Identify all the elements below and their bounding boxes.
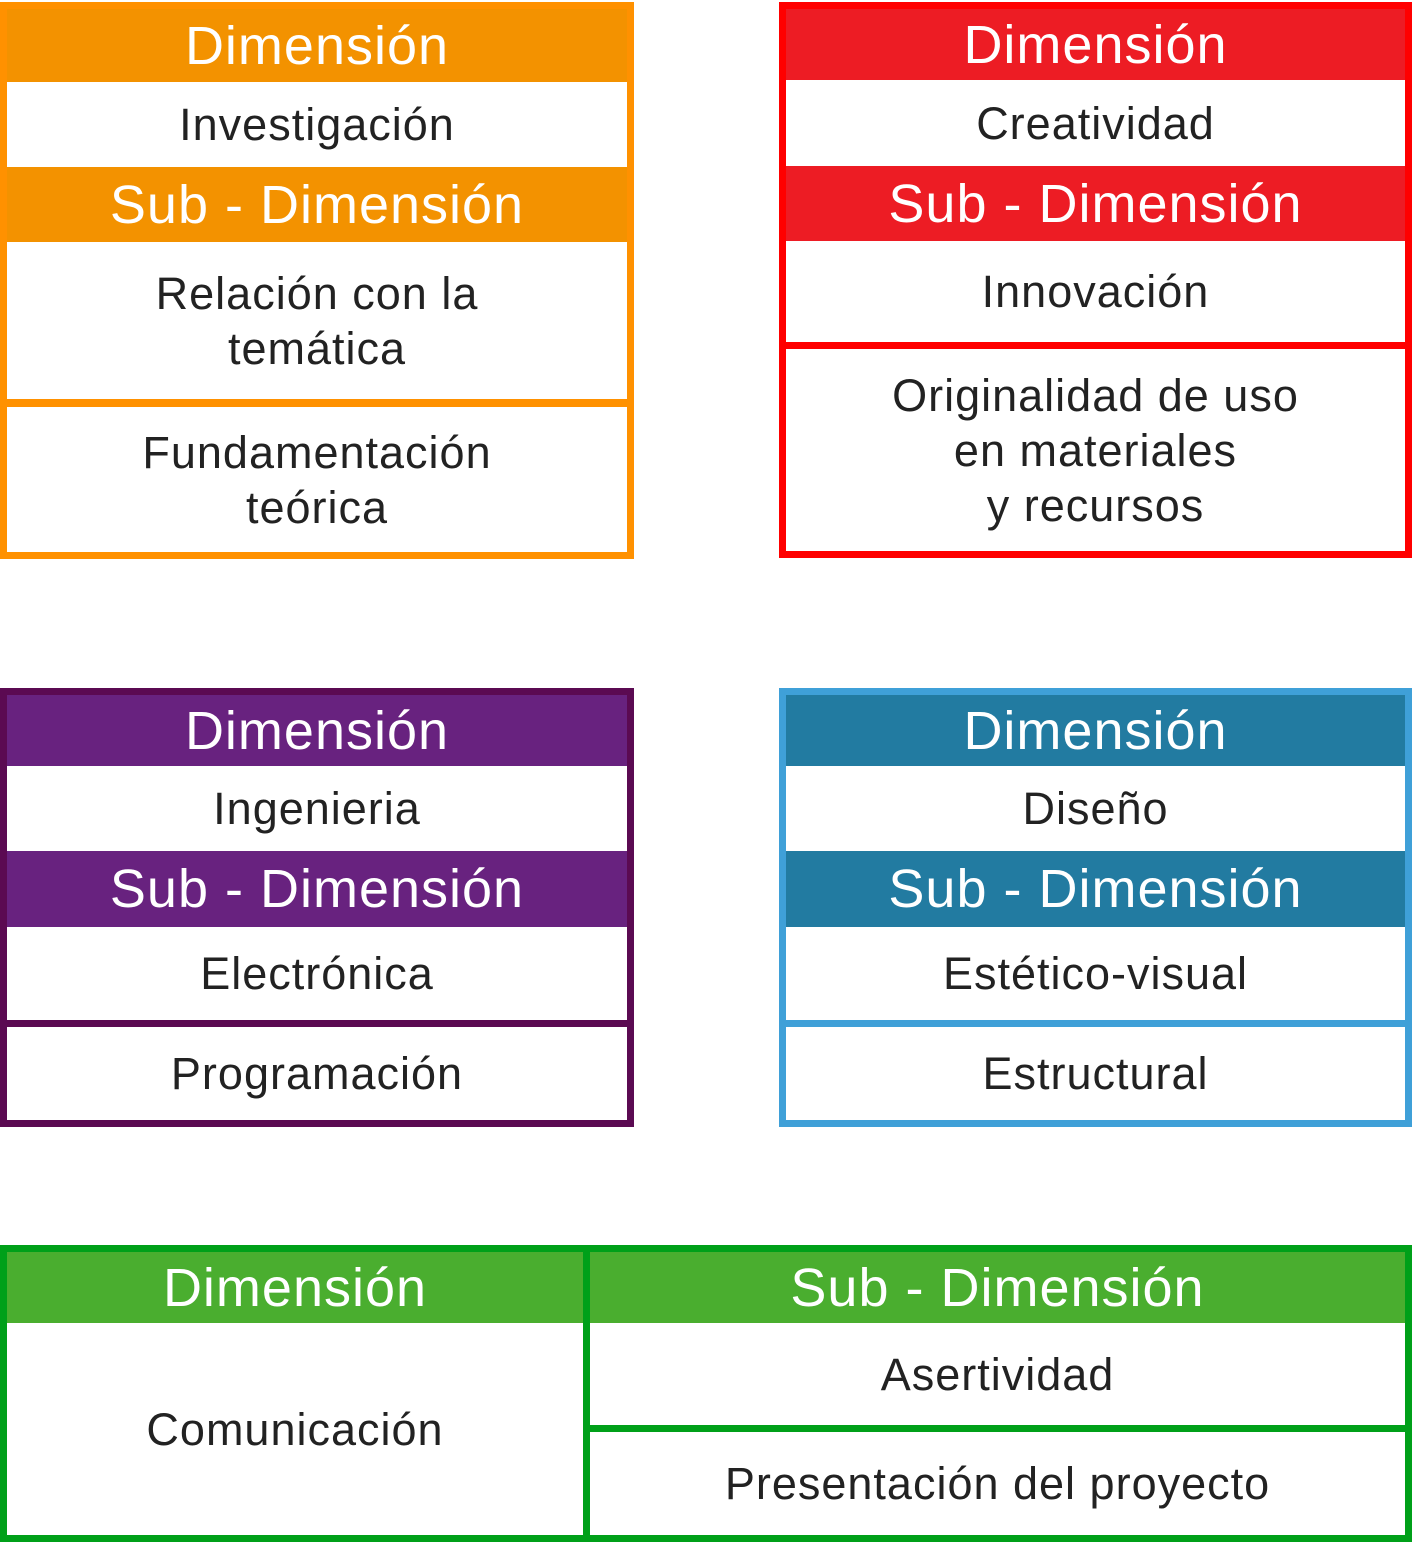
dimension-table-creatividad: Dimensión Creatividad Sub - Dimensión In… bbox=[779, 2, 1412, 558]
sub-dimension-header: Sub - Dimensión bbox=[7, 851, 627, 927]
dimension-header: Dimensión bbox=[786, 695, 1405, 766]
sub-dimension-value: Relación con la temática bbox=[7, 242, 627, 399]
sub-dimension-value: Programación bbox=[7, 1027, 627, 1120]
sub-dimension-value: Estético-visual bbox=[786, 927, 1405, 1020]
sub-dimension-header: Sub - Dimensión bbox=[786, 166, 1405, 241]
divider bbox=[7, 399, 627, 407]
dimension-value: Investigación bbox=[7, 82, 627, 167]
sub-dimension-header: Sub - Dimensión bbox=[7, 167, 627, 242]
dimension-header: Dimensión bbox=[786, 9, 1405, 80]
dimension-table-diseno: Dimensión Diseño Sub - Dimensión Estétic… bbox=[779, 688, 1412, 1127]
dimension-value: Ingenieria bbox=[7, 766, 627, 851]
divider bbox=[583, 1252, 590, 1535]
dimension-table-investigacion: Dimensión Investigación Sub - Dimensión … bbox=[0, 2, 634, 559]
sub-dimension-value: Fundamentación teórica bbox=[7, 407, 627, 552]
dimension-header: Dimensión bbox=[7, 1252, 583, 1323]
sub-dimension-value: Electrónica bbox=[7, 927, 627, 1020]
divider bbox=[786, 1020, 1405, 1027]
sub-dimension-header: Sub - Dimensión bbox=[786, 851, 1405, 927]
dimension-header: Dimensión bbox=[7, 695, 627, 766]
divider bbox=[786, 342, 1405, 349]
sub-dimension-value: Presentación del proyecto bbox=[590, 1432, 1405, 1535]
dimension-value: Diseño bbox=[786, 766, 1405, 851]
sub-dimension-value: Estructural bbox=[786, 1027, 1405, 1120]
dimension-header: Dimensión bbox=[7, 9, 627, 82]
dimension-table-comunicacion: Dimensión Comunicación Sub - Dimensión A… bbox=[0, 1245, 1412, 1542]
divider bbox=[7, 1020, 627, 1027]
dimension-value: Creatividad bbox=[786, 80, 1405, 166]
sub-dimension-header: Sub - Dimensión bbox=[590, 1252, 1405, 1323]
dimension-value: Comunicación bbox=[7, 1323, 583, 1535]
sub-dimension-value: Asertividad bbox=[590, 1323, 1405, 1425]
divider bbox=[590, 1425, 1405, 1432]
sub-dimension-value: Innovación bbox=[786, 241, 1405, 342]
sub-dimension-value: Originalidad de uso en materiales y recu… bbox=[786, 349, 1405, 551]
dimension-table-ingenieria: Dimensión Ingenieria Sub - Dimensión Ele… bbox=[0, 688, 634, 1127]
